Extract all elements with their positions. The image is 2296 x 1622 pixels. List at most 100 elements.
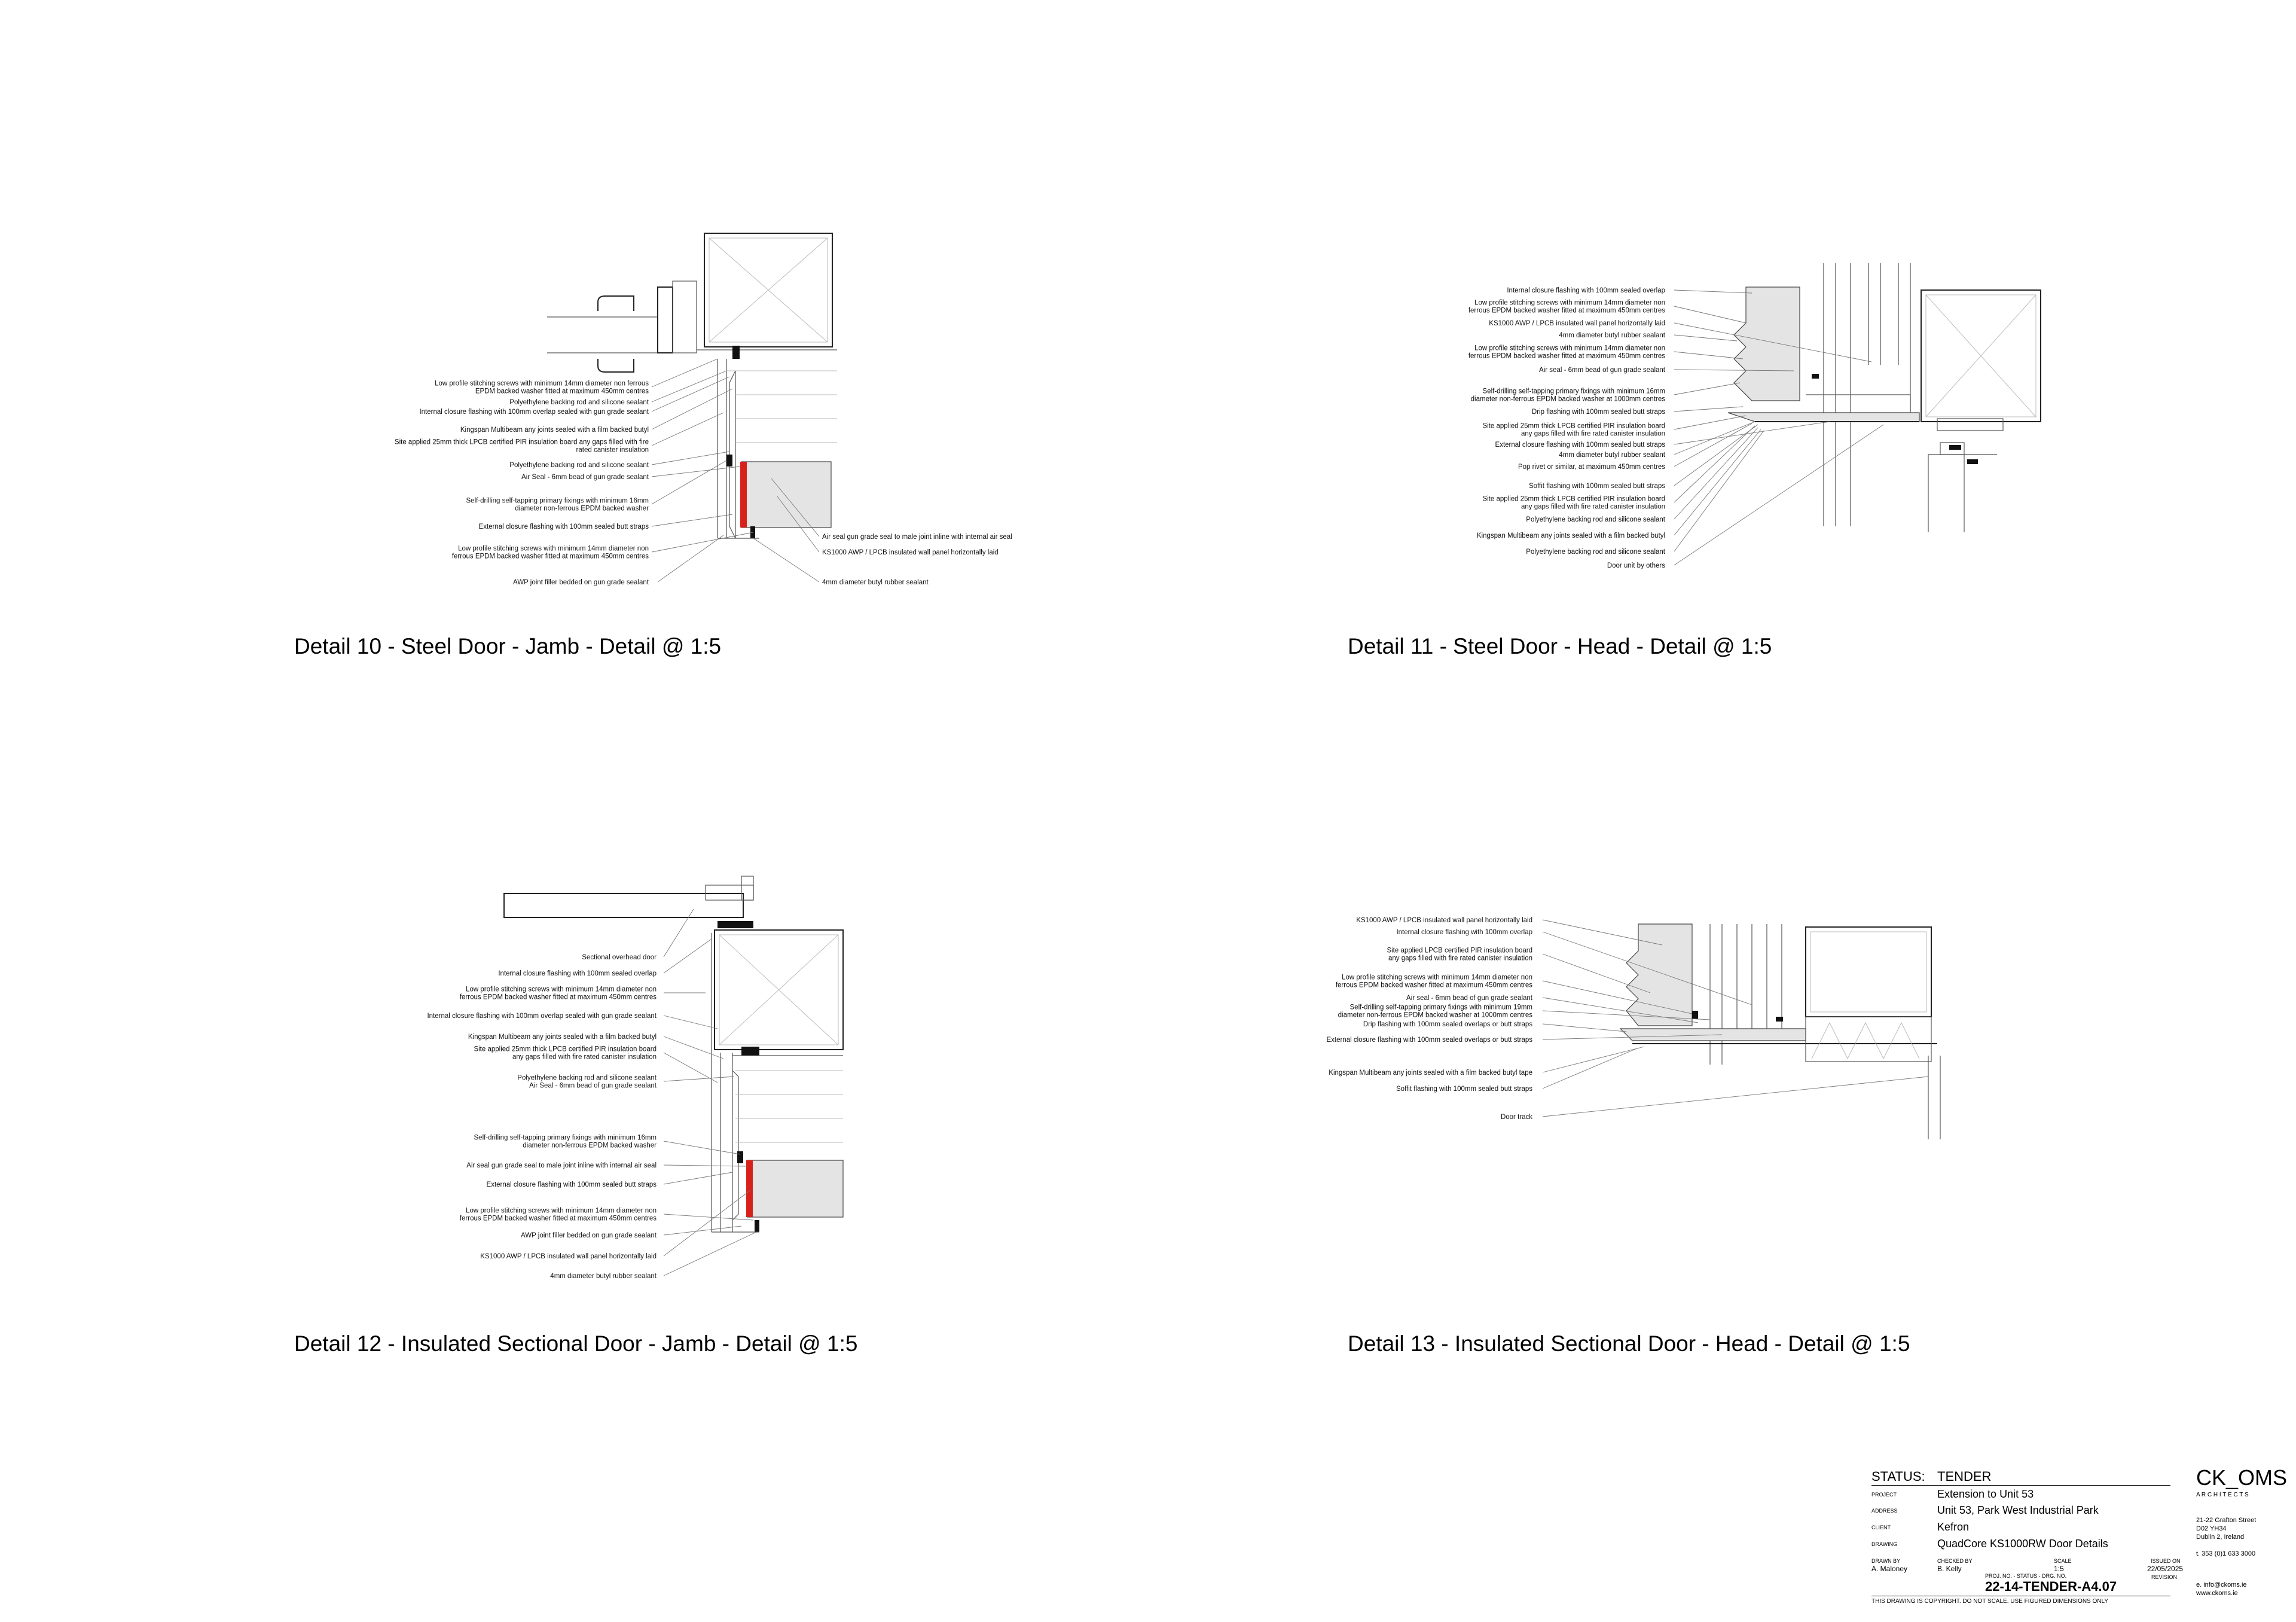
annotation-label: Low profile stitching screws with minimu… [1474, 345, 1665, 352]
firm-address-line: Dublin 2, Ireland [2196, 1533, 2245, 1541]
issued-value: 22/05/2025 [2147, 1565, 2184, 1573]
scale-label: SCALE [2054, 1558, 2072, 1564]
annotation-label: Internal closure flashing with 100mm ove… [427, 1013, 657, 1020]
annotation-label: Low profile stitching screws with minimu… [435, 380, 649, 388]
annotation-label: Air seal gun grade seal to male joint in… [466, 1162, 657, 1169]
detail-11-annotations: Internal closure flashing with 100mm sea… [1468, 287, 1666, 569]
annotation-label: External closure flashing with 100mm sea… [1326, 1036, 1532, 1044]
annotation-label: Site applied 25mm thick LPCB certified P… [1482, 496, 1665, 503]
status-value: TENDER [1937, 1469, 1992, 1484]
project-value: Extension to Unit 53 [1937, 1488, 2034, 1500]
drawing-label: DRAWING [1871, 1541, 1898, 1547]
issued-label: ISSUED ON [2151, 1558, 2181, 1564]
annotation-label: External closure flashing with 100mm sea… [1495, 441, 1666, 449]
annotation-label: Kingspan Multibeam any joints sealed wit… [1329, 1069, 1532, 1077]
project-label: PROJECT [1871, 1492, 1897, 1498]
annotation-label: Polyethylene backing rod and silicone se… [1526, 548, 1666, 556]
annotation-label: Internal closure flashing with 100mm sea… [498, 970, 657, 977]
detail-13-drawing [1619, 923, 1941, 1139]
annotation-label: any gaps filled with fire rated canister… [1388, 955, 1532, 962]
checked-by-label: CHECKED BY [1937, 1558, 1973, 1564]
annotation-label: Soffit flashing with 100mm sealed butt s… [1396, 1086, 1532, 1093]
client-value: Kefron [1937, 1521, 1970, 1533]
address-label: ADDRESS [1871, 1508, 1898, 1514]
firm-logo: CK_OMS [2196, 1465, 2288, 1490]
annotation-label: Self-drilling self-tapping primary fixin… [474, 1135, 657, 1142]
annotation-label: External closure flashing with 100mm sea… [487, 1181, 657, 1188]
annotation-label: External closure flashing with 100mm sea… [479, 523, 649, 530]
drawing-number: 22-14-TENDER-A4.07 [1985, 1579, 2117, 1594]
annotation-label: Site applied LPCB certified PIR insulati… [1387, 947, 1532, 955]
annotation-label: Kingspan Multibeam any joints sealed wit… [468, 1033, 657, 1041]
firm-address-line: 21-22 Grafton Street [2196, 1517, 2257, 1524]
revision-label: REVISION [2151, 1574, 2178, 1580]
annotation-label: Self-drilling self-tapping primary fixin… [466, 498, 649, 505]
address-value: Unit 53, Park West Industrial Park [1937, 1504, 2099, 1516]
annotation-label: Air seal - 6mm bead of gun grade sealant [1406, 995, 1533, 1002]
annotation-label: Pop rivet or similar, at maximum 450mm c… [1518, 464, 1665, 471]
annotation-label: diameter non-ferrous EPDM backed washer … [1338, 1012, 1533, 1019]
annotation-label: Low profile stitching screws with minimu… [466, 986, 657, 993]
detail-13-annotations: KS1000 AWP / LPCB insulated wall panel h… [1326, 917, 1532, 1121]
annotation-label: any gaps filled with fire rated canister… [1521, 504, 1665, 511]
annotation-label: diameter non-ferrous EPDM backed washer [515, 505, 649, 513]
detail-10-annotations: Low profile stitching screws with minimu… [395, 380, 1012, 587]
annotation-label: Self-drilling self-tapping primary fixin… [1483, 388, 1665, 395]
annotation-label: Air seal gun grade seal to male joint in… [822, 533, 1012, 541]
drawn-by-label: DRAWN BY [1871, 1558, 1901, 1564]
annotation-label: KS1000 AWP / LPCB insulated wall panel h… [1489, 320, 1665, 327]
annotation-label: Site applied 25mm thick LPCB certified P… [1482, 423, 1665, 430]
detail-12-drawing [503, 876, 844, 1233]
annotation-label: Polyethylene backing rod and silicone se… [509, 462, 649, 469]
detail-11-drawing [1727, 263, 2041, 532]
firm-address-line: D02 YH34 [2196, 1525, 2227, 1532]
projno-label: PROJ. NO. - STATUS - DRG. NO. [1985, 1573, 2067, 1579]
divider [1871, 1485, 2170, 1486]
annotation-label: 4mm diameter butyl rubber sealant [550, 1273, 657, 1280]
annotation-label: Polyethylene backing rod and silicone se… [1526, 516, 1666, 523]
firm-subtitle: A R C H I T E C T S [2196, 1492, 2249, 1498]
drawn-by-value: A. Maloney [1871, 1565, 1908, 1573]
annotation-label: ferrous EPDM backed washer fitted at max… [460, 994, 657, 1001]
annotation-label: Sectional overhead door [582, 954, 657, 961]
annotation-label: Drip flashing with 100mm sealed overlaps… [1363, 1021, 1532, 1028]
annotation-label: Air Seal - 6mm bead of gun grade sealant [529, 1083, 657, 1090]
annotation-label: ferrous EPDM backed washer fitted at max… [1336, 982, 1532, 989]
annotation-label: KS1000 AWP / LPCB insulated wall panel h… [480, 1253, 657, 1260]
detail-10-drawing [547, 233, 837, 539]
annotation-label: Polyethylene backing rod and silicone se… [509, 399, 649, 406]
checked-by-value: B. Kelly [1937, 1565, 1962, 1573]
annotation-label: ferrous EPDM backed washer fitted at max… [1468, 307, 1665, 315]
annotation-label: Door unit by others [1607, 562, 1665, 569]
firm-phone: t. 353 (0)1 633 3000 [2196, 1550, 2256, 1557]
annotation-label: Air seal - 6mm bead of gun grade sealant [1539, 367, 1666, 374]
annotation-label: Low profile stitching screws with minimu… [466, 1208, 657, 1215]
annotation-label: Site applied 25mm thick LPCB certified P… [395, 439, 649, 446]
annotation-label: any gaps filled with fire rated canister… [1521, 431, 1665, 438]
annotation-label: Polyethylene backing rod and silicone se… [517, 1075, 657, 1082]
client-label: CLIENT [1871, 1525, 1891, 1530]
annotation-label: Internal closure flashing with 100mm sea… [1507, 287, 1665, 294]
detail-12-title: Detail 12 - Insulated Sectional Door - J… [294, 1331, 858, 1356]
annotation-label: AWP joint filler bedded on gun grade sea… [513, 579, 649, 586]
annotation-label: Internal closure flashing with 100mm ove… [1396, 929, 1532, 936]
annotation-label: Internal closure flashing with 100mm ove… [419, 408, 649, 416]
annotation-label: 4mm diameter butyl rubber sealant [1559, 332, 1665, 339]
title-block: STATUS: TENDER PROJECT Extension to Unit… [1868, 1465, 2287, 1615]
annotation-label: Self-drilling self-tapping primary fixin… [1350, 1004, 1532, 1011]
annotation-label: 4mm diameter butyl rubber sealant [1559, 452, 1665, 459]
annotation-label: ferrous EPDM backed washer fitted at max… [460, 1215, 657, 1222]
scale-value: 1:5 [2054, 1565, 2064, 1573]
annotation-label: Site applied 25mm thick LPCB certified P… [474, 1046, 657, 1053]
annotation-label: any gaps filled with fire rated canister… [512, 1054, 657, 1061]
detail-13-title: Detail 13 - Insulated Sectional Door - H… [1348, 1331, 1910, 1356]
annotation-label: AWP joint filler bedded on gun grade sea… [521, 1232, 657, 1239]
annotation-label: rated canister insulation [576, 447, 649, 454]
annotation-label: Low profile stitching screws with minimu… [458, 545, 649, 553]
annotation-label: Low profile stitching screws with minimu… [1342, 974, 1532, 981]
annotation-label: Kingspan Multibeam any joints sealed wit… [1477, 532, 1665, 539]
annotation-label: diameter non-ferrous EPDM backed washer [523, 1142, 657, 1150]
annotation-label: KS1000 AWP / LPCB insulated wall panel h… [822, 549, 999, 556]
